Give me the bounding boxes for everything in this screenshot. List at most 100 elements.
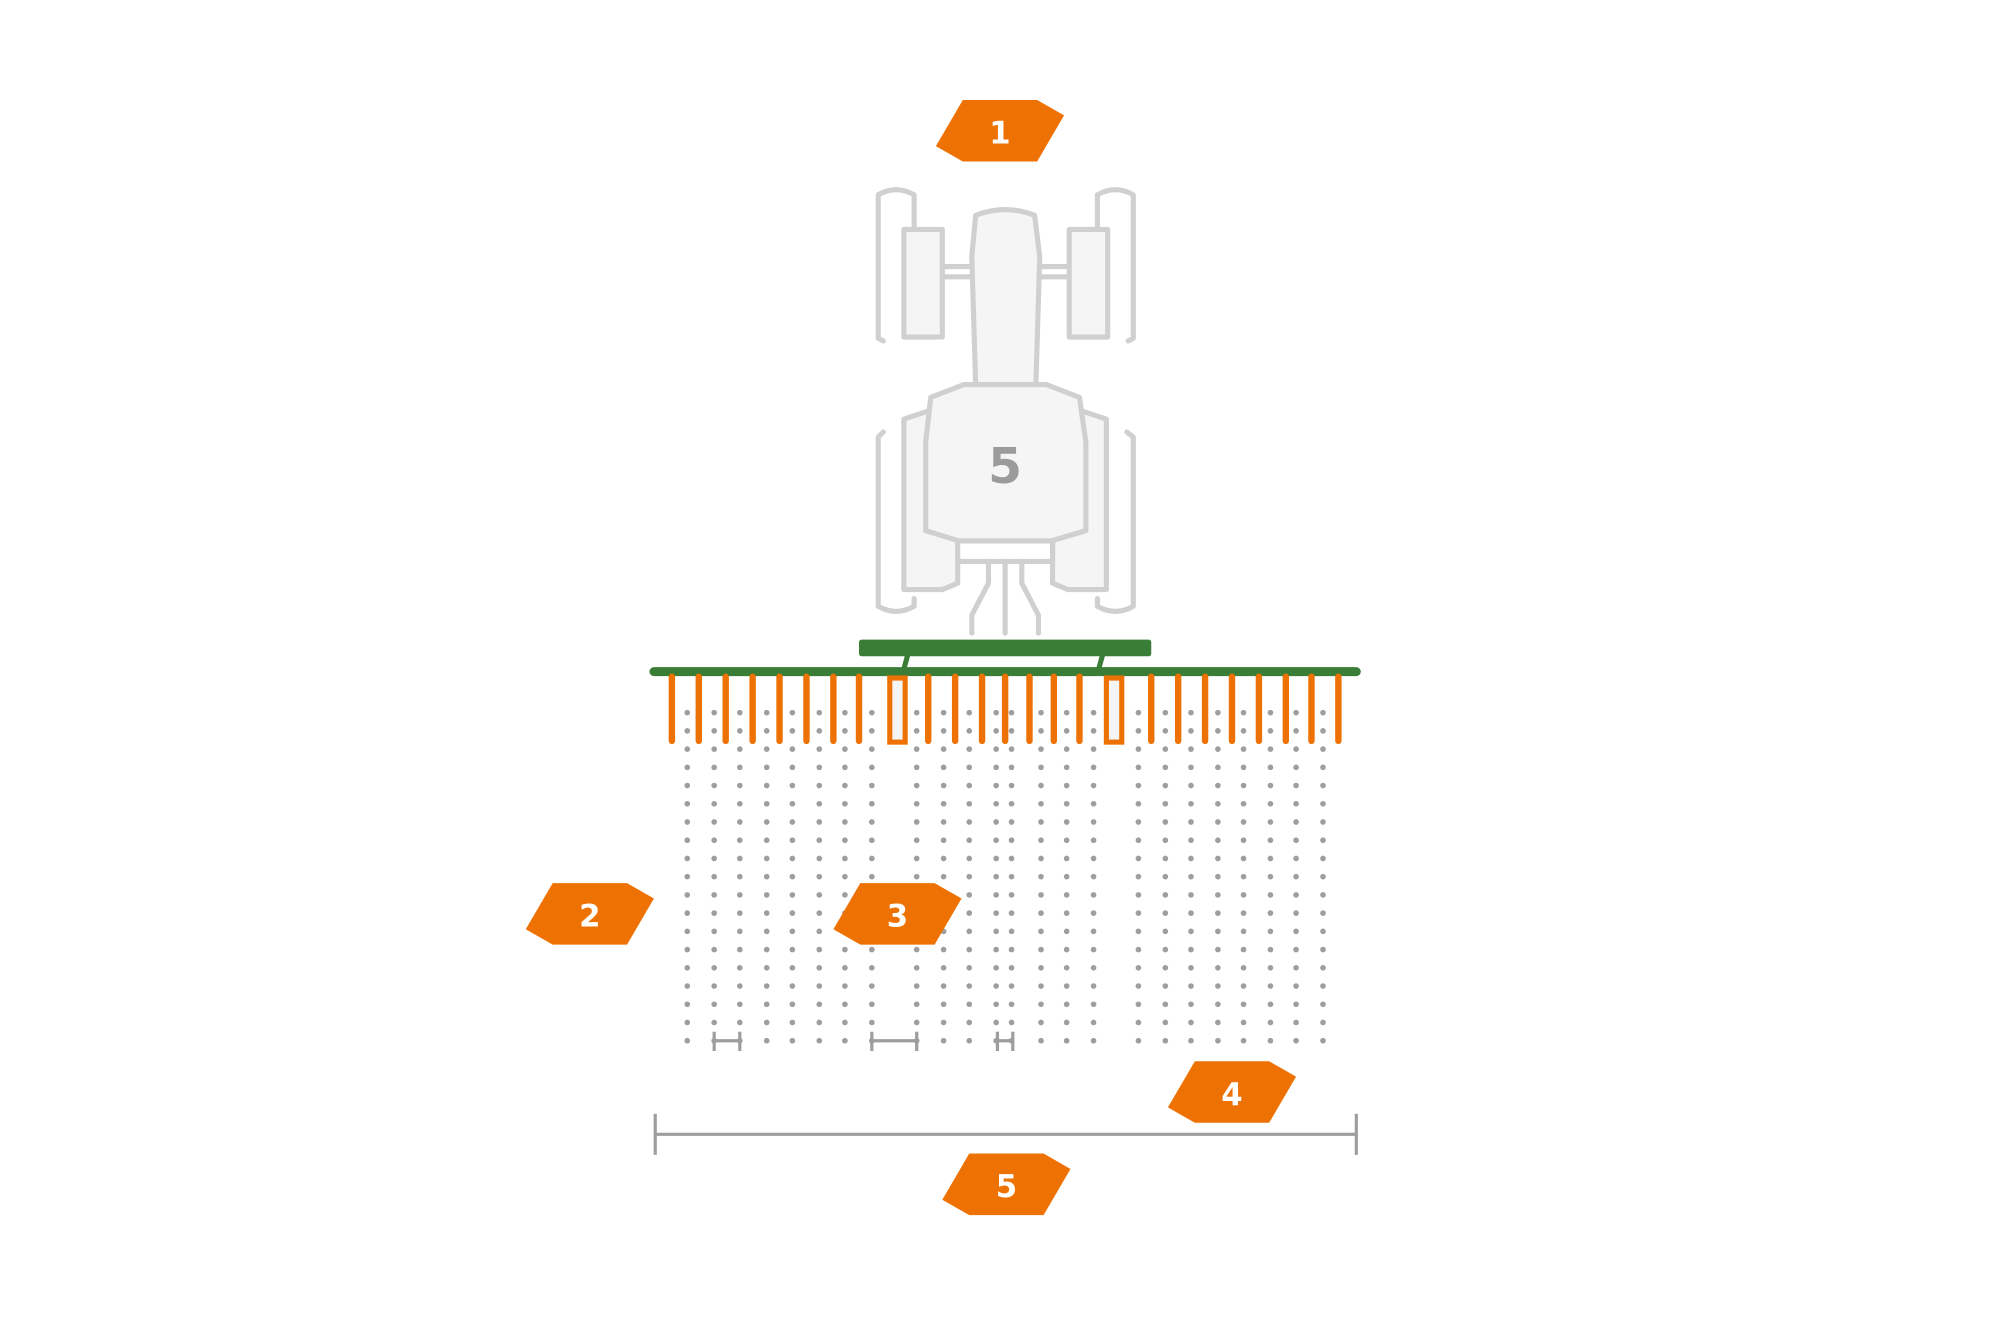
seed-dot: [1008, 928, 1015, 935]
seed-dot: [684, 709, 691, 716]
seed-dot: [711, 928, 717, 935]
seed-dot: [1162, 709, 1169, 716]
seed-dot: [842, 837, 848, 844]
seed-dot: [816, 964, 823, 971]
seed-dot: [1215, 983, 1221, 989]
seed-dot: [1063, 983, 1070, 989]
seed-dot: [736, 746, 743, 752]
seed-dot: [1063, 782, 1070, 789]
seed-dot: [736, 782, 743, 789]
seed-dot: [736, 819, 743, 825]
seed-dot: [1320, 764, 1326, 771]
seed-dot: [684, 1001, 691, 1008]
seed-dot: [1215, 1001, 1221, 1008]
seed-dot: [993, 928, 999, 935]
seed-dot: [1038, 892, 1044, 898]
seed-dot: [1090, 1019, 1097, 1026]
seed-dot: [1063, 910, 1070, 916]
seed-dot: [913, 855, 920, 862]
seed-dot: [816, 837, 823, 844]
hitch-plate: [955, 538, 1056, 564]
seed-dot: [711, 709, 717, 716]
seed-dot: [1267, 1037, 1274, 1044]
seed-dot: [913, 764, 920, 771]
seed-dot: [1162, 819, 1169, 825]
seed-dot: [1293, 764, 1299, 771]
seed-dot: [1135, 1037, 1142, 1044]
seed-dot: [736, 764, 743, 771]
seed-dot: [736, 983, 743, 989]
seed-dot: [1320, 928, 1326, 935]
seed-dot: [1267, 983, 1274, 989]
seed-dot: [1188, 1001, 1194, 1008]
seed-dot: [1240, 1019, 1247, 1026]
seed-dot: [1267, 946, 1274, 953]
seed-dot: [789, 800, 796, 807]
seed-dot: [966, 873, 973, 880]
seed-dot: [763, 1037, 770, 1044]
seed-dot: [1320, 892, 1326, 898]
seed-dot: [1038, 1037, 1044, 1044]
seed-dot: [1063, 746, 1070, 752]
seed-dot: [1267, 746, 1274, 752]
seed-dot: [711, 892, 717, 898]
seed-dot: [869, 855, 875, 862]
seed-dot: [763, 782, 770, 789]
seed-dot: [1215, 764, 1221, 771]
seed-dot: [1038, 983, 1044, 989]
callout-number: 2: [579, 899, 600, 935]
seed-dot: [1188, 764, 1194, 771]
seed-dot: [966, 837, 973, 844]
seed-dot: [940, 764, 947, 771]
seed-dot: [1293, 1001, 1299, 1008]
seed-dot: [966, 746, 973, 752]
seed-dot: [842, 746, 848, 752]
seed-dot: [816, 855, 823, 862]
seed-dot: [1063, 855, 1070, 862]
seed-dot: [842, 800, 848, 807]
seed-dot: [1038, 837, 1044, 844]
seed-dot-grid: [684, 709, 1326, 1044]
seed-dot: [789, 964, 796, 971]
callout-number: 4: [1221, 1077, 1242, 1113]
seed-dot: [789, 983, 796, 989]
seed-dot: [940, 855, 947, 862]
seed-dot: [940, 728, 947, 734]
seed-dot: [711, 873, 717, 880]
seed-dot: [1267, 709, 1274, 716]
seed-dot: [1135, 819, 1142, 825]
seed-dot: [1038, 964, 1044, 971]
seed-dot: [1188, 1037, 1194, 1044]
seed-dot: [1135, 873, 1142, 880]
seed-dot: [966, 910, 973, 916]
seed-dot: [1267, 873, 1274, 880]
seed-dot: [736, 964, 743, 971]
seed-dot: [1267, 819, 1274, 825]
seed-dot: [993, 983, 999, 989]
seed-dot: [993, 873, 999, 880]
seed-dot: [1293, 819, 1299, 825]
seed-dot: [736, 728, 743, 734]
seed-dot: [869, 983, 875, 989]
seed-dot: [1063, 800, 1070, 807]
seed-dot: [913, 728, 920, 734]
seed-dot: [1063, 946, 1070, 953]
seed-dot: [684, 946, 691, 953]
seed-dot: [940, 782, 947, 789]
seed-dot: [1008, 910, 1015, 916]
seed-dot: [940, 964, 947, 971]
seed-dot: [789, 892, 796, 898]
seed-dot: [816, 728, 823, 734]
seed-dot: [1135, 709, 1142, 716]
seed-dot: [789, 709, 796, 716]
seed-dot: [1215, 964, 1221, 971]
seed-dot: [966, 1019, 973, 1026]
seed-dot: [1038, 910, 1044, 916]
seed-dot: [1240, 837, 1247, 844]
seed-dot: [763, 910, 770, 916]
seed-dot: [1008, 873, 1015, 880]
seed-dot: [842, 782, 848, 789]
callout-4: 4: [1167, 1061, 1297, 1123]
seed-dot: [1063, 892, 1070, 898]
seed-dot: [1008, 728, 1015, 734]
